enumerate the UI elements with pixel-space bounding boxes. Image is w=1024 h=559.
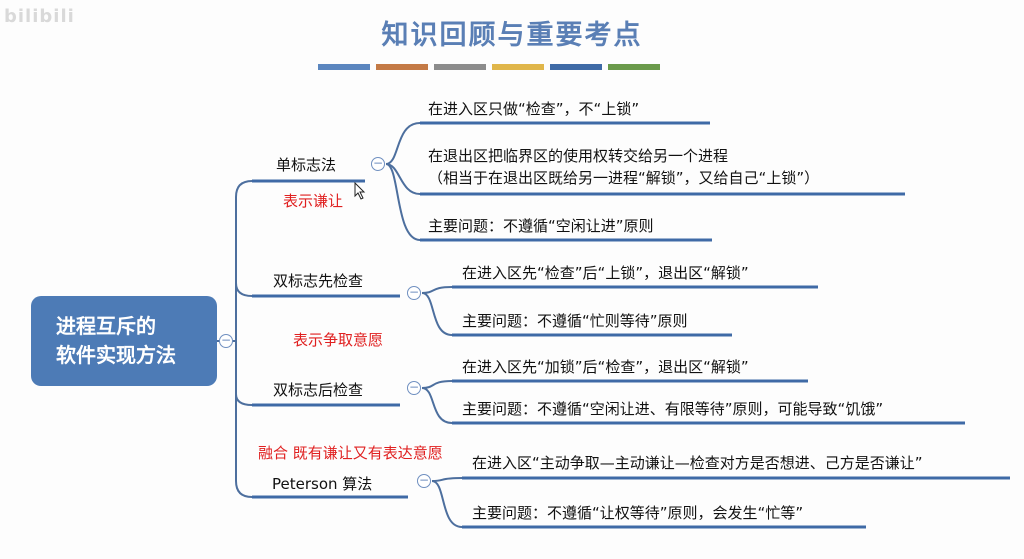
annotation-peterson: 融合 既有谦让又有表达意愿 [258,444,443,462]
leaf-single-flag-1[interactable]: 在进入区只做“检查”，不“上锁” [428,100,640,118]
page-title: 知识回顾与重要考点 [381,20,643,51]
branch-dual-flag-check-after[interactable]: 双标志后检查 [273,381,364,399]
watermark-logo: bilibili [4,6,75,27]
root-collapse-toggle[interactable]: − [219,333,233,348]
leaf-single-flag-2-line-1[interactable]: 在退出区把临界区的使用权转交给另一个进程 [428,147,729,165]
leaf-dual-check-first-1[interactable]: 在进入区先“检查”后“上锁”，退出区“解锁” [462,264,749,282]
leaf-peterson-1[interactable]: 在进入区“主动争取—主动谦让—检查对方是否想进、己方是否谦让” [472,454,923,472]
mouse-cursor-icon [354,182,366,200]
branch-single-flag-collapse-toggle[interactable]: − [371,156,385,171]
annotation-single-flag: 表示谦让 [283,192,344,210]
title-bar-1 [318,64,370,70]
branch-single-flag[interactable]: 单标志法 [276,156,337,174]
leaf-dual-check-first-2[interactable]: 主要问题：不遵循“忙则等待”原则 [462,312,688,330]
root-line-1: 进程互斥的 [56,314,156,338]
leaf-dual-check-after-2[interactable]: 主要问题：不遵循“空闲让进、有限等待”原则，可能导致“饥饿” [462,400,884,418]
title-bar-5 [550,64,602,70]
annotation-dual-flag-check-first: 表示争取意愿 [293,331,384,349]
leaf-single-flag-2-line-2[interactable]: （相当于在退出区既给另一进程“解锁”，又给自己“上锁”） [428,169,820,187]
leaf-dual-check-after-1[interactable]: 在进入区先“加锁”后“检查”，退出区“解锁” [462,358,749,376]
branch-dual-flag-check-after-collapse-toggle[interactable]: − [407,380,421,395]
title-bar-3 [434,64,486,70]
title-bar-2 [376,64,428,70]
branch-dual-flag-check-first-collapse-toggle[interactable]: − [407,285,421,300]
root-node[interactable]: 进程互斥的 软件实现方法 [31,296,217,386]
leaf-peterson-2[interactable]: 主要问题：不遵循“让权等待”原则，会发生“忙等” [472,504,804,522]
root-line-2: 软件实现方法 [56,343,176,367]
title-bar-4 [492,64,544,70]
leaf-single-flag-3[interactable]: 主要问题：不遵循“空闲让进”原则 [428,217,654,235]
branch-peterson-collapse-toggle[interactable]: − [417,473,431,488]
branch-dual-flag-check-first[interactable]: 双标志先检查 [273,272,364,290]
branch-peterson[interactable]: Peterson 算法 [272,475,373,493]
title-bar-6 [608,64,660,70]
